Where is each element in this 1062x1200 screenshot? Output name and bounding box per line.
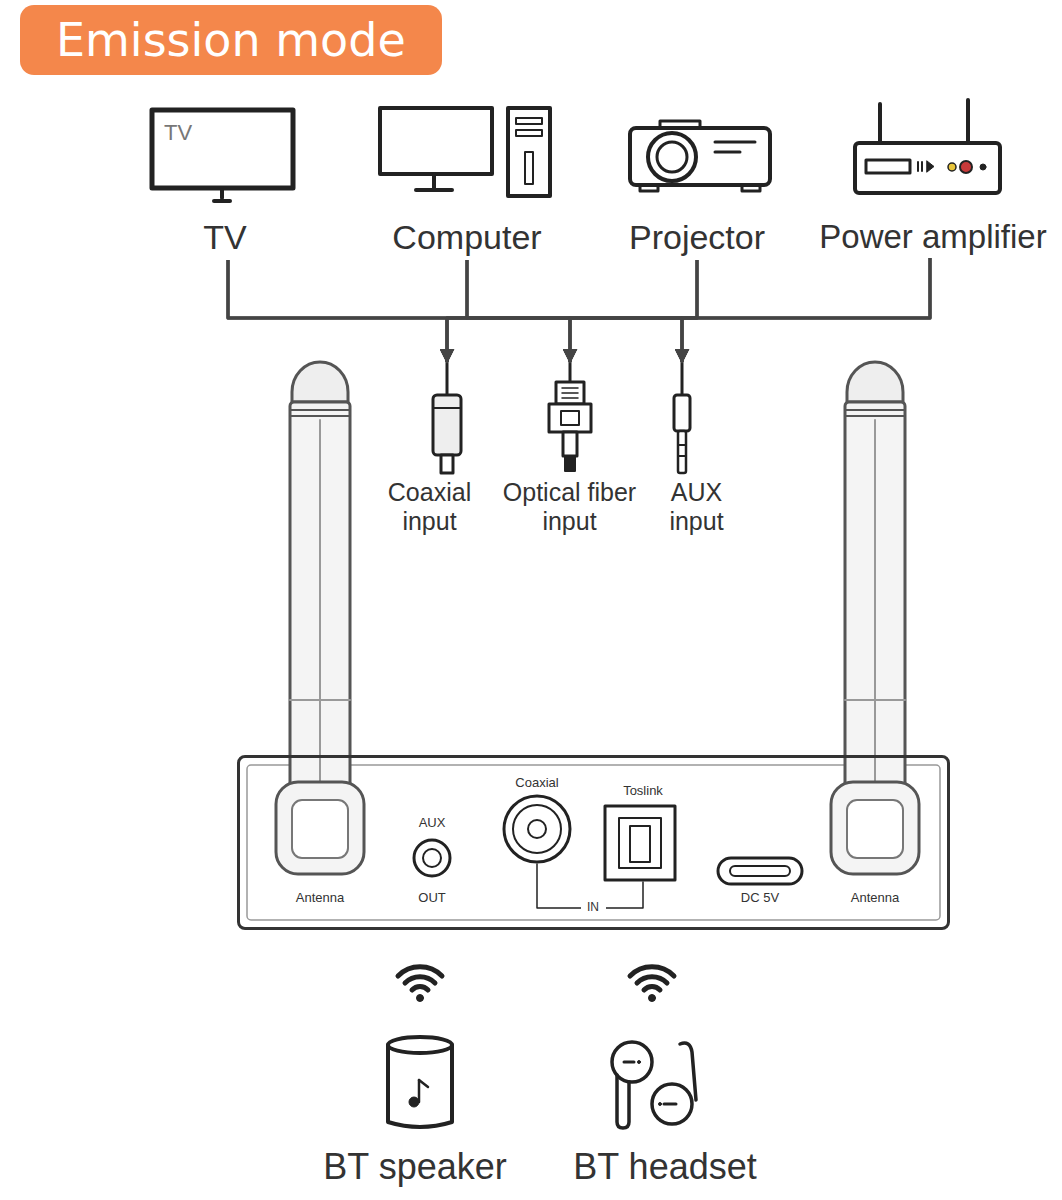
computer-icon bbox=[380, 108, 550, 196]
device-label: TV bbox=[203, 218, 248, 257]
wireless-waves-speaker bbox=[398, 967, 442, 1002]
title-badge: Emission mode bbox=[20, 5, 442, 75]
speaker-icon bbox=[388, 1037, 452, 1127]
usb-c-port bbox=[718, 858, 802, 884]
device-label: Projector bbox=[628, 218, 766, 257]
housing-inner-line bbox=[247, 765, 940, 920]
output-label: BT speaker bbox=[323, 1146, 508, 1187]
coaxial-port bbox=[504, 796, 570, 862]
speaker-node: BT speaker bbox=[321, 1035, 510, 1190]
input-label: AUX input bbox=[657, 478, 737, 536]
port-label: Coaxial bbox=[515, 776, 560, 791]
device-label: Power amplifier bbox=[819, 218, 1048, 256]
port-label: Toslink bbox=[623, 784, 664, 799]
coaxial-plug bbox=[433, 362, 461, 473]
wireless-waves-headset bbox=[630, 967, 674, 1002]
signal-connector bbox=[228, 260, 682, 362]
port-label: DC 5V bbox=[740, 891, 780, 906]
amplifier-node: Power amplifier bbox=[817, 98, 1050, 258]
device-label: Computer bbox=[392, 218, 543, 257]
port-label: Antenna bbox=[850, 891, 900, 906]
port-label: IN bbox=[581, 901, 606, 915]
aux-plug bbox=[674, 362, 690, 473]
coaxial-plug-node: Coaxial input bbox=[373, 362, 488, 538]
optical-plug-node: Optical fiber input bbox=[483, 362, 658, 538]
signal-connector bbox=[570, 260, 697, 362]
signal-connector bbox=[467, 260, 570, 362]
toslink-port bbox=[605, 806, 675, 880]
port-label: AUX bbox=[418, 816, 446, 831]
antenna-left bbox=[276, 362, 364, 874]
signal-connector bbox=[447, 260, 697, 362]
projector-node: Projector bbox=[626, 118, 772, 260]
headset-icon bbox=[612, 1042, 696, 1128]
signal-connector bbox=[682, 260, 697, 362]
signal-connector bbox=[467, 260, 682, 362]
aux-port bbox=[414, 840, 450, 876]
signal-connector bbox=[228, 260, 570, 362]
signal-connector bbox=[682, 258, 930, 362]
antenna-right bbox=[831, 362, 919, 874]
tv-node: TV TV bbox=[150, 105, 296, 260]
output-label: BT headset bbox=[573, 1146, 758, 1187]
headset-node: BT headset bbox=[571, 1035, 760, 1190]
input-label: Coaxial input bbox=[375, 478, 485, 536]
projector-icon bbox=[630, 121, 770, 191]
port-label: OUT bbox=[418, 891, 447, 906]
computer-node: Computer bbox=[378, 105, 552, 260]
port-label: Antenna bbox=[295, 891, 345, 906]
screen-text: TV bbox=[163, 120, 193, 145]
optical-plug bbox=[549, 362, 591, 471]
tv-icon bbox=[152, 110, 293, 201]
title-text: Emission mode bbox=[56, 13, 406, 67]
input-label: Optical fiber input bbox=[485, 478, 655, 536]
signal-connector bbox=[228, 260, 447, 362]
amplifier-icon bbox=[855, 100, 1000, 193]
aux-plug-node: AUX input bbox=[655, 362, 740, 538]
signal-connector bbox=[447, 260, 467, 362]
signal-connector bbox=[570, 258, 930, 362]
device-housing: Antenna AUX OUT CoaxialToslinkIN DC 5V Antenn… bbox=[237, 755, 950, 930]
signal-connector bbox=[447, 258, 930, 362]
